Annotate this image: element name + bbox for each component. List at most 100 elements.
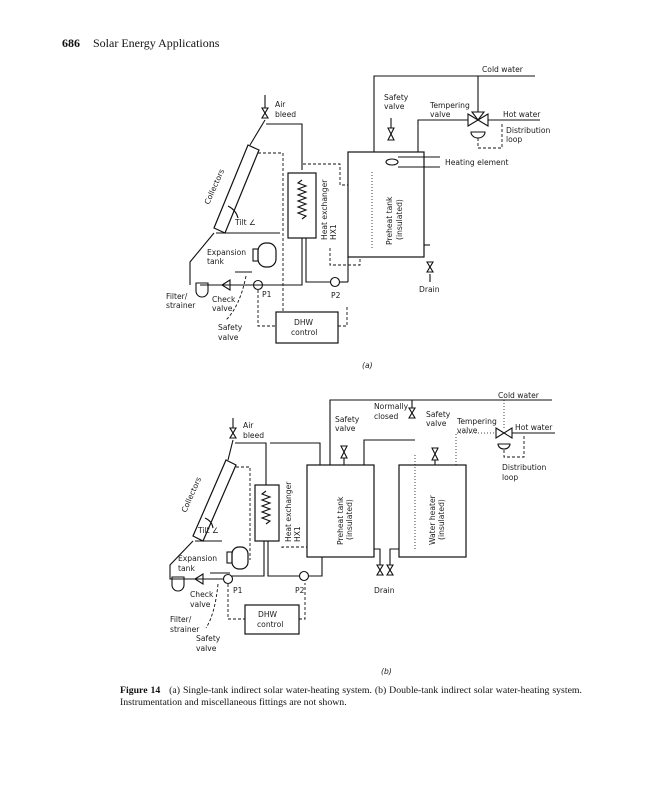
drain-valve-a: Drain <box>419 244 440 294</box>
running-title: Solar Energy Applications <box>93 36 220 50</box>
label-p2-a: P2 <box>331 291 341 300</box>
label-tank-b: tank <box>178 564 195 573</box>
label-tempering-a: Tempering <box>429 101 470 110</box>
diagram-b: Collectors Tilt ∠ Air bleed Heat exchang… <box>169 391 555 676</box>
pump-p2-b: P2 <box>295 557 323 595</box>
safety-valve-top-a: Safety valve <box>384 93 409 141</box>
label-filter-a: Filter/ <box>166 292 188 301</box>
label-valve-a: valve <box>430 110 451 119</box>
tilt-indicator-b: Tilt ∠ <box>195 517 222 542</box>
label-insulated-b: (insulated) <box>345 499 354 540</box>
preheat-tank-b: Preheat tank (insulated) <box>306 464 375 558</box>
label-tilt-a: Tilt ∠ <box>234 218 256 227</box>
safety-valve-1-b: Safety valve <box>335 415 360 465</box>
tilt-indicator-a: Tilt ∠ <box>216 205 280 234</box>
label-check-a: Check <box>212 295 236 304</box>
label-water-heater-b: Water heater <box>428 494 437 545</box>
label-heat-exchanger-a: Heat exchanger <box>320 179 329 240</box>
label-air-a: Air <box>275 100 286 109</box>
label-distribution-a: Distribution <box>506 126 550 135</box>
label-strainer-b: strainer <box>170 625 200 634</box>
page-header: 686 Solar Energy Applications <box>62 36 219 51</box>
label-valve-low-b: valve <box>196 644 217 653</box>
label-safety-low-b: Safety <box>196 634 221 643</box>
label-air-b: Air <box>243 421 254 430</box>
air-bleed-valve-b: Air bleed <box>229 418 264 440</box>
filter-strainer-b: Filter/ strainer <box>170 576 200 634</box>
label-filter-b: Filter/ <box>170 615 192 624</box>
label-expansion-a: Expansion <box>207 248 246 257</box>
label-collectors-b: Collectors <box>180 476 204 514</box>
label-loop-a: loop <box>506 135 522 144</box>
normally-closed-valve-b: Normally closed <box>374 400 416 421</box>
label-loop-b: loop <box>502 473 518 482</box>
label-safety-top-a: Safety <box>384 93 409 102</box>
label-safety-2-b: Safety <box>426 410 451 419</box>
label-strainer-a: strainer <box>166 301 196 310</box>
label-check-b: Check <box>190 590 214 599</box>
panel-label-a: (a) <box>362 361 373 370</box>
label-normally-b: Normally <box>374 402 409 411</box>
caption-text: (a) Single-tank indirect solar water-hea… <box>120 685 582 708</box>
label-valve-b: valve <box>457 426 478 435</box>
expansion-tank-b: Expansion tank <box>178 546 249 573</box>
dhw-control-a: DHW control <box>275 311 339 344</box>
label-control-b: control <box>257 620 283 629</box>
label-cold-water-b: Cold water <box>498 391 540 400</box>
label-closed-b: closed <box>374 412 399 421</box>
panel-label-b: (b) <box>381 667 392 676</box>
drain-valves-b: Drain <box>374 548 399 595</box>
label-hx1-a: HX1 <box>329 224 338 240</box>
diagram-a: Collectors Tilt ∠ Air bleed Heat exchang… <box>166 65 550 370</box>
label-collectors-a: Collectors <box>203 168 227 206</box>
label-hot-water-a: Hot water <box>503 110 541 119</box>
figure-caption: Figure 14 (a) Single-tank indirect solar… <box>120 685 582 709</box>
label-safety-low-a: Safety <box>218 323 243 332</box>
heat-exchanger-b: Heat exchanger HX1 <box>254 481 302 542</box>
filter-strainer-a: Filter/ strainer <box>166 282 209 310</box>
label-heat-exchanger-b: Heat exchanger <box>284 481 293 542</box>
label-bleed-b: bleed <box>243 431 264 440</box>
label-dhw-a: DHW <box>294 318 314 327</box>
pump-p2-a: P2 <box>329 257 349 300</box>
label-heating-element-a: Heating element <box>445 158 509 167</box>
label-distribution-b: Distribution <box>502 463 546 472</box>
label-p1-a: P1 <box>262 290 272 299</box>
pump-p1-a: P1 <box>252 279 272 299</box>
label-control-a: control <box>291 328 317 337</box>
label-check-valve-a: valve <box>212 304 233 313</box>
label-p2-b: P2 <box>295 586 305 595</box>
water-heater-b: Water heater (insulated) <box>398 455 467 558</box>
label-safety-1-b: Safety <box>335 415 360 424</box>
label-valve-1-b: valve <box>335 424 356 433</box>
label-insulated-a: (insulated) <box>395 199 404 240</box>
label-cold-water-a: Cold water <box>482 65 524 74</box>
label-expansion-b: Expansion <box>178 554 217 563</box>
label-valve-top-a: valve <box>384 102 405 111</box>
label-tempering-b: Tempering <box>456 417 497 426</box>
label-insulated-2-b: (insulated) <box>437 499 446 540</box>
label-valve-low-a: valve <box>218 333 239 342</box>
tempering-valve-a: Tempering valve Hot water Distribution l… <box>417 101 550 152</box>
expansion-tank-a: Expansion tank <box>207 242 277 268</box>
label-drain-b: Drain <box>374 586 395 595</box>
label-check-valve-b: valve <box>190 600 211 609</box>
label-tank-a: tank <box>207 257 224 266</box>
safety-valve-2-b: Safety valve <box>426 410 451 465</box>
label-preheat-tank-a: Preheat tank <box>385 196 394 245</box>
label-hx1-b: HX1 <box>293 526 302 542</box>
label-hot-water-b: Hot water <box>515 423 553 432</box>
label-p1-b: P1 <box>233 586 243 595</box>
tempering-valve-b: Tempering valve Hot water Distribution l… <box>455 417 555 482</box>
label-valve-2-b: valve <box>426 419 447 428</box>
air-bleed-valve-a: Air bleed <box>261 95 296 119</box>
label-preheat-tank-b: Preheat tank <box>336 496 345 545</box>
preheat-tank-a: Preheat tank (insulated) <box>347 151 425 258</box>
dhw-control-b: DHW control <box>244 604 300 635</box>
pump-p1-b: P1 <box>222 573 243 595</box>
label-dhw-b: DHW <box>258 610 278 619</box>
figure-label: Figure 14 <box>120 685 161 696</box>
label-tilt-b: Tilt ∠ <box>197 526 219 535</box>
heat-exchanger-a: Heat exchanger HX1 <box>287 172 338 240</box>
